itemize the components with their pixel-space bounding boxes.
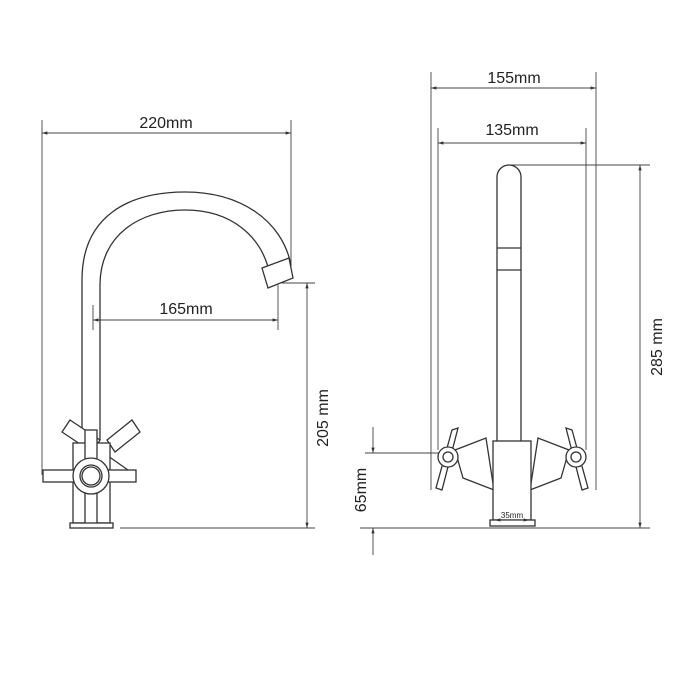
handle-right xyxy=(529,427,589,492)
dimension-label: 35mm xyxy=(501,511,524,520)
spout-front xyxy=(496,164,522,445)
dimension-label: 135mm xyxy=(485,122,538,139)
dimension-label: 65mm xyxy=(353,468,370,512)
dimension-65mm: 65mm xyxy=(353,427,445,555)
handle-cross-side xyxy=(42,419,141,529)
handle-left xyxy=(435,427,495,492)
side-view: 220mm 165mm 205 mm xyxy=(41,115,332,529)
front-view: 155mm 135mm 285 mm 65mm xyxy=(353,70,666,555)
dimension-285mm: 285 mm xyxy=(360,164,666,529)
dimension-label: 165mm xyxy=(159,301,212,318)
dimension-label: 205 mm xyxy=(315,389,332,447)
body-front: 35mm xyxy=(489,440,536,527)
dimension-label: 220mm xyxy=(139,115,192,132)
dimension-165mm: 165mm xyxy=(92,285,279,330)
dimension-label: 155mm xyxy=(487,70,540,87)
dimension-220mm: 220mm xyxy=(41,115,292,475)
dimension-label: 285 mm xyxy=(649,318,666,376)
dimension-135mm: 135mm xyxy=(437,122,587,450)
dimension-155mm: 155mm xyxy=(430,70,597,490)
spout-side xyxy=(81,191,294,440)
dimension-205mm: 205 mm xyxy=(120,282,332,529)
